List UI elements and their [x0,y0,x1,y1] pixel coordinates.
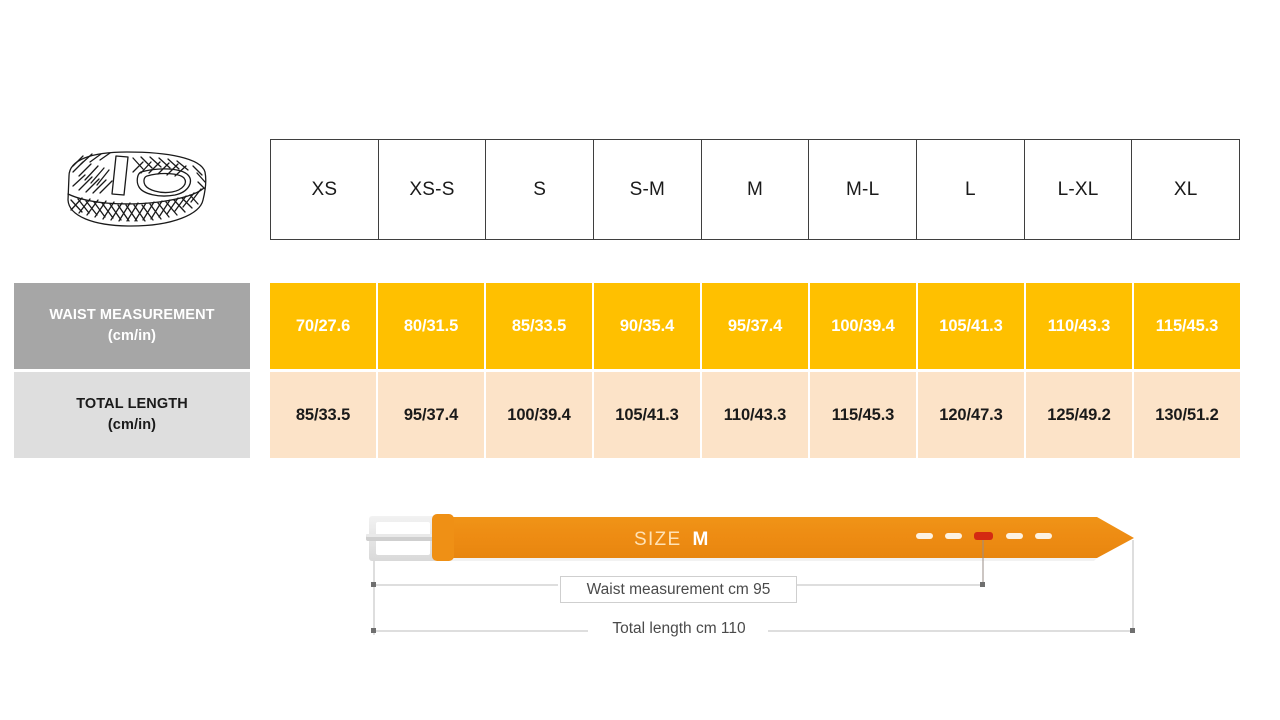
belt-hole-2 [945,533,962,539]
dimension-endpoints [371,582,1135,633]
row-label-total-length: TOTAL LENGTH (cm/in) [14,372,250,458]
belt-measurement-diagram [366,514,1135,635]
total-value-l: 120/47.3 [918,372,1026,458]
size-header-cell-s: S [486,140,595,239]
row-label-total-unit: (cm/in) [107,417,157,433]
belt-hole-1 [916,533,933,539]
size-header-cell-l: L [917,140,1025,239]
total-value-l-xl: 125/49.2 [1026,372,1134,458]
belt-keeper-loop [432,514,454,561]
total-value-xl: 130/51.2 [1134,372,1240,458]
total-length-callout: Total length cm 110 [590,617,768,641]
size-header-cell-m-l: M-L [809,140,918,239]
waist-value-m-l: 100/39.4 [810,283,918,369]
belt-strap [420,517,1134,561]
table-row-waist-measurement: 70/27.6 80/31.5 85/33.5 90/35.4 95/37.4 … [270,283,1240,369]
total-value-xs-s: 95/37.4 [378,372,486,458]
total-value-s: 100/39.4 [486,372,594,458]
total-value-xs: 85/33.5 [270,372,378,458]
waist-value-xs: 70/27.6 [270,283,378,369]
belt-size-word: SIZE [634,529,682,550]
dimension-lines [373,540,1134,635]
belt-buckle-icon [366,516,448,561]
size-header-cell-xs-s: XS-S [379,140,487,239]
waist-value-s-m: 90/35.4 [594,283,702,369]
row-label-total-text: TOTAL LENGTH [76,395,188,412]
size-header-cell-xl: XL [1132,140,1241,239]
waist-value-xl: 115/45.3 [1134,283,1240,369]
waist-measurement-callout: Waist measurement cm 95 [560,576,797,603]
waist-value-m: 95/37.4 [702,283,810,369]
waist-value-l: 105/41.3 [918,283,1026,369]
waist-value-s: 85/33.5 [486,283,594,369]
total-value-s-m: 105/41.3 [594,372,702,458]
table-row-total-length: 85/33.5 95/37.4 100/39.4 105/41.3 110/43… [270,372,1240,458]
total-value-m-l: 115/45.3 [810,372,918,458]
belt-size-value: M [692,529,709,550]
row-label-waist-measurement: WAIST MEASUREMENT (cm/in) [14,283,250,369]
belt-holes-group [916,532,1052,540]
size-header-cell-xs: XS [271,140,379,239]
belt-size-label: SIZE M [634,529,709,551]
belt-hole-3-selected [974,532,993,540]
waist-value-l-xl: 110/43.3 [1026,283,1134,369]
waist-value-xs-s: 80/31.5 [378,283,486,369]
belt-hole-4 [1006,533,1023,539]
row-label-waist-unit: (cm/in) [107,328,157,344]
row-label-waist-text: WAIST MEASUREMENT [49,306,215,323]
size-header-cell-m: M [702,140,810,239]
belt-hole-5 [1035,533,1052,539]
total-value-m: 110/43.3 [702,372,810,458]
size-header-cell-s-m: S-M [594,140,702,239]
size-header-table: XS XS-S S S-M M M-L L L-XL XL [270,139,1241,240]
size-header-cell-l-xl: L-XL [1025,140,1133,239]
braided-belt-icon [67,151,207,227]
